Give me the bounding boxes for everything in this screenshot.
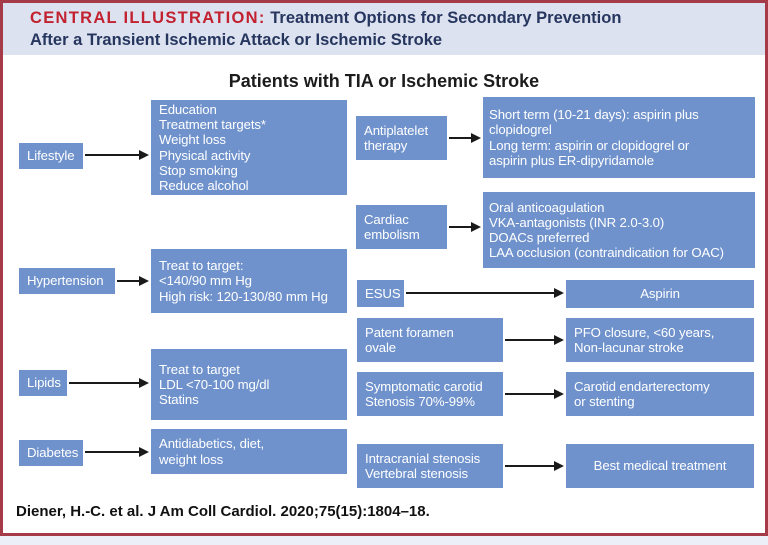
pfo-label-box: Patent foramen ovale: [357, 318, 503, 362]
arrow-icon: [449, 226, 471, 228]
cardiac-embolism-content: Oral anticoagulation VKA-antagonists (IN…: [489, 199, 724, 261]
figure-title-line2: After a Transient Ischemic Attack or Isc…: [30, 31, 443, 49]
hypertension-content-box: Treat to target: <140/90 mm Hg High risk…: [151, 249, 347, 313]
arrow-icon: [449, 137, 471, 139]
antiplatelet-label: Antiplatelet therapy: [364, 122, 429, 153]
arrow-icon: [85, 451, 139, 453]
lifestyle-content-box: Education Treatment targets* Weight loss…: [151, 100, 347, 195]
antiplatelet-content: Short term (10-21 days): aspirin plus cl…: [489, 107, 699, 168]
cardiac-embolism-content-box: Oral anticoagulation VKA-antagonists (IN…: [483, 192, 755, 268]
pfo-content: PFO closure, <60 years, Non-lacunar stro…: [574, 324, 715, 355]
diabetes-label: Diabetes: [27, 445, 79, 461]
cardiac-embolism-label: Cardiac embolism: [364, 211, 420, 242]
arrow-icon: [505, 339, 554, 341]
esus-label: ESUS: [365, 285, 401, 301]
pfo-label: Patent foramen ovale: [365, 324, 454, 355]
pfo-content-box: PFO closure, <60 years, Non-lacunar stro…: [566, 318, 754, 362]
hypertension-label-box: Hypertension: [19, 268, 115, 294]
diabetes-content: Antidiabetics, diet, weight loss: [159, 436, 265, 467]
lipids-content-box: Treat to target LDL <70-100 mg/dl Statin…: [151, 349, 347, 420]
arrow-icon: [117, 280, 139, 282]
carotid-content: Carotid endarterectomy or stenting: [574, 378, 710, 409]
diabetes-content-box: Antidiabetics, diet, weight loss: [151, 429, 347, 474]
antiplatelet-label-box: Antiplatelet therapy: [356, 116, 447, 160]
intracranial-label-box: Intracranial stenosis Vertebral stenosis: [357, 444, 503, 488]
lipids-label: Lipids: [27, 375, 61, 391]
intracranial-label: Intracranial stenosis Vertebral stenosis: [365, 450, 481, 481]
intracranial-content-box: Best medical treatment: [566, 444, 754, 488]
citation: Diener, H.-C. et al. J Am Coll Cardiol. …: [16, 503, 430, 520]
figure-header: [3, 3, 765, 55]
arrow-icon: [85, 154, 139, 156]
arrow-icon: [406, 292, 554, 294]
lipids-content: Treat to target LDL <70-100 mg/dl Statin…: [159, 361, 270, 408]
central-illustration-label: CENTRAL ILLUSTRATION:: [30, 9, 266, 27]
hypertension-content: Treat to target: <140/90 mm Hg High risk…: [159, 258, 328, 304]
intracranial-content: Best medical treatment: [593, 458, 727, 474]
carotid-label: Symptomatic carotid Stenosis 70%-99%: [365, 378, 483, 409]
antiplatelet-content-box: Short term (10-21 days): aspirin plus cl…: [483, 97, 755, 178]
esus-content: Aspirin: [640, 286, 680, 302]
diabetes-label-box: Diabetes: [19, 440, 83, 466]
arrow-icon: [505, 465, 554, 467]
lipids-label-box: Lipids: [19, 370, 67, 396]
carotid-label-box: Symptomatic carotid Stenosis 70%-99%: [357, 372, 503, 416]
lifestyle-label: Lifestyle: [27, 148, 75, 164]
lifestyle-label-box: Lifestyle: [19, 143, 83, 169]
arrow-icon: [505, 393, 554, 395]
figure-title-text: Treatment Options for Secondary Preventi…: [270, 9, 622, 27]
figure-title-line1: CENTRAL ILLUSTRATION: Treatment Options …: [30, 7, 621, 29]
diagram-title: Patients with TIA or Ischemic Stroke: [228, 71, 540, 91]
carotid-content-box: Carotid endarterectomy or stenting: [566, 372, 754, 416]
figure-header-text: CENTRAL ILLUSTRATION: Treatment Options …: [30, 7, 621, 51]
cardiac-embolism-label-box: Cardiac embolism: [356, 205, 447, 249]
hypertension-label: Hypertension: [27, 273, 104, 289]
esus-label-box: ESUS: [357, 280, 404, 307]
arrow-icon: [69, 382, 139, 384]
esus-content-box: Aspirin: [566, 280, 754, 308]
lifestyle-content: Education Treatment targets* Weight loss…: [159, 101, 266, 193]
